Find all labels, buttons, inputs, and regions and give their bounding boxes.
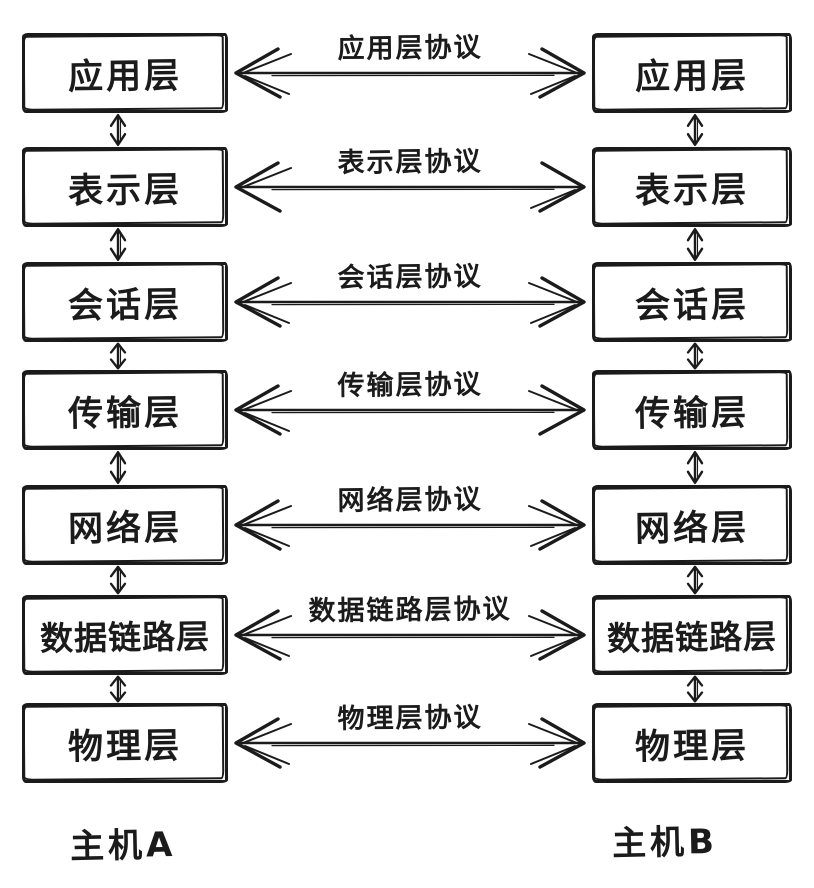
vertical-double-arrow-icon <box>686 227 704 262</box>
layer-box-left-session: 会话层 <box>22 262 228 342</box>
layer-row-session: 会话层 会话层协议 会话层 <box>0 261 814 342</box>
layer-box-left-transport: 传输层 <box>22 370 228 450</box>
layer-row-network: 网络层 网络层协议 网络层 <box>0 484 814 565</box>
layer-box-right-presentation: 表示层 <box>592 147 792 227</box>
horizontal-double-arrow-icon <box>234 717 586 769</box>
layer-box-right-network: 网络层 <box>592 485 792 565</box>
layer-box-left-application: 应用层 <box>22 33 228 113</box>
protocol-link-application: 应用层协议 <box>228 32 592 113</box>
horizontal-double-arrow-icon <box>234 47 586 99</box>
vertical-double-arrow-icon <box>686 342 704 370</box>
layer-label: 物理层 <box>634 725 750 768</box>
horizontal-double-arrow-icon <box>234 161 586 213</box>
vertical-double-arrow-icon <box>686 675 704 703</box>
vertical-double-arrow-icon <box>686 113 704 147</box>
layer-label: 数据链路层 <box>39 616 211 659</box>
layer-label: 会话层 <box>67 284 183 327</box>
layer-row-transport: 传输层 传输层协议 传输层 <box>0 369 814 450</box>
protocol-link-transport: 传输层协议 <box>228 369 592 450</box>
layer-box-right-transport: 传输层 <box>592 370 792 450</box>
layer-label: 网络层 <box>634 507 750 550</box>
host-label-left: 主机A <box>69 824 177 868</box>
layer-box-left-physical: 物理层 <box>22 703 228 783</box>
layer-box-left-presentation: 表示层 <box>22 147 228 227</box>
protocol-link-physical: 物理层协议 <box>228 702 592 783</box>
layer-label: 数据链路层 <box>606 616 778 659</box>
layer-box-right-physical: 物理层 <box>592 703 792 783</box>
horizontal-double-arrow-icon <box>234 609 586 661</box>
layer-label: 物理层 <box>67 725 183 768</box>
protocol-link-datalink: 数据链路层协议 <box>228 594 592 675</box>
layer-label: 应用层 <box>634 55 750 98</box>
layer-label: 应用层 <box>67 55 183 98</box>
vertical-double-arrow-icon <box>109 450 127 485</box>
layer-row-application: 应用层 应用层协议 应用层 <box>0 32 814 113</box>
layer-box-left-network: 网络层 <box>22 485 228 565</box>
layer-label: 传输层 <box>634 392 750 435</box>
layer-label: 表示层 <box>634 169 750 212</box>
layer-label: 会话层 <box>634 284 750 327</box>
layer-label: 网络层 <box>67 507 183 550</box>
vertical-double-arrow-icon <box>109 565 127 595</box>
layer-row-presentation: 表示层 表示层协议 表示层 <box>0 146 814 227</box>
layer-box-left-datalink: 数据链路层 <box>22 595 228 675</box>
layer-label: 传输层 <box>67 392 183 435</box>
horizontal-double-arrow-icon <box>234 276 586 328</box>
protocol-link-network: 网络层协议 <box>228 484 592 565</box>
vertical-double-arrow-icon <box>686 565 704 595</box>
layer-box-right-application: 应用层 <box>592 33 792 113</box>
host-label-right: 主机B <box>611 821 719 865</box>
layer-box-right-datalink: 数据链路层 <box>592 595 792 675</box>
layer-row-physical: 物理层 物理层协议 物理层 <box>0 702 814 783</box>
vertical-double-arrow-icon <box>109 227 127 262</box>
vertical-double-arrow-icon <box>686 450 704 485</box>
horizontal-double-arrow-icon <box>234 384 586 436</box>
layer-row-datalink: 数据链路层 数据链路层协议 数据链路层 <box>0 594 814 675</box>
vertical-double-arrow-icon <box>109 675 127 703</box>
horizontal-double-arrow-icon <box>234 499 586 551</box>
layer-box-right-session: 会话层 <box>592 262 792 342</box>
vertical-double-arrow-icon <box>109 113 127 147</box>
protocol-link-session: 会话层协议 <box>228 261 592 342</box>
layer-label: 表示层 <box>67 169 183 212</box>
vertical-double-arrow-icon <box>109 342 127 370</box>
protocol-link-presentation: 表示层协议 <box>228 146 592 227</box>
